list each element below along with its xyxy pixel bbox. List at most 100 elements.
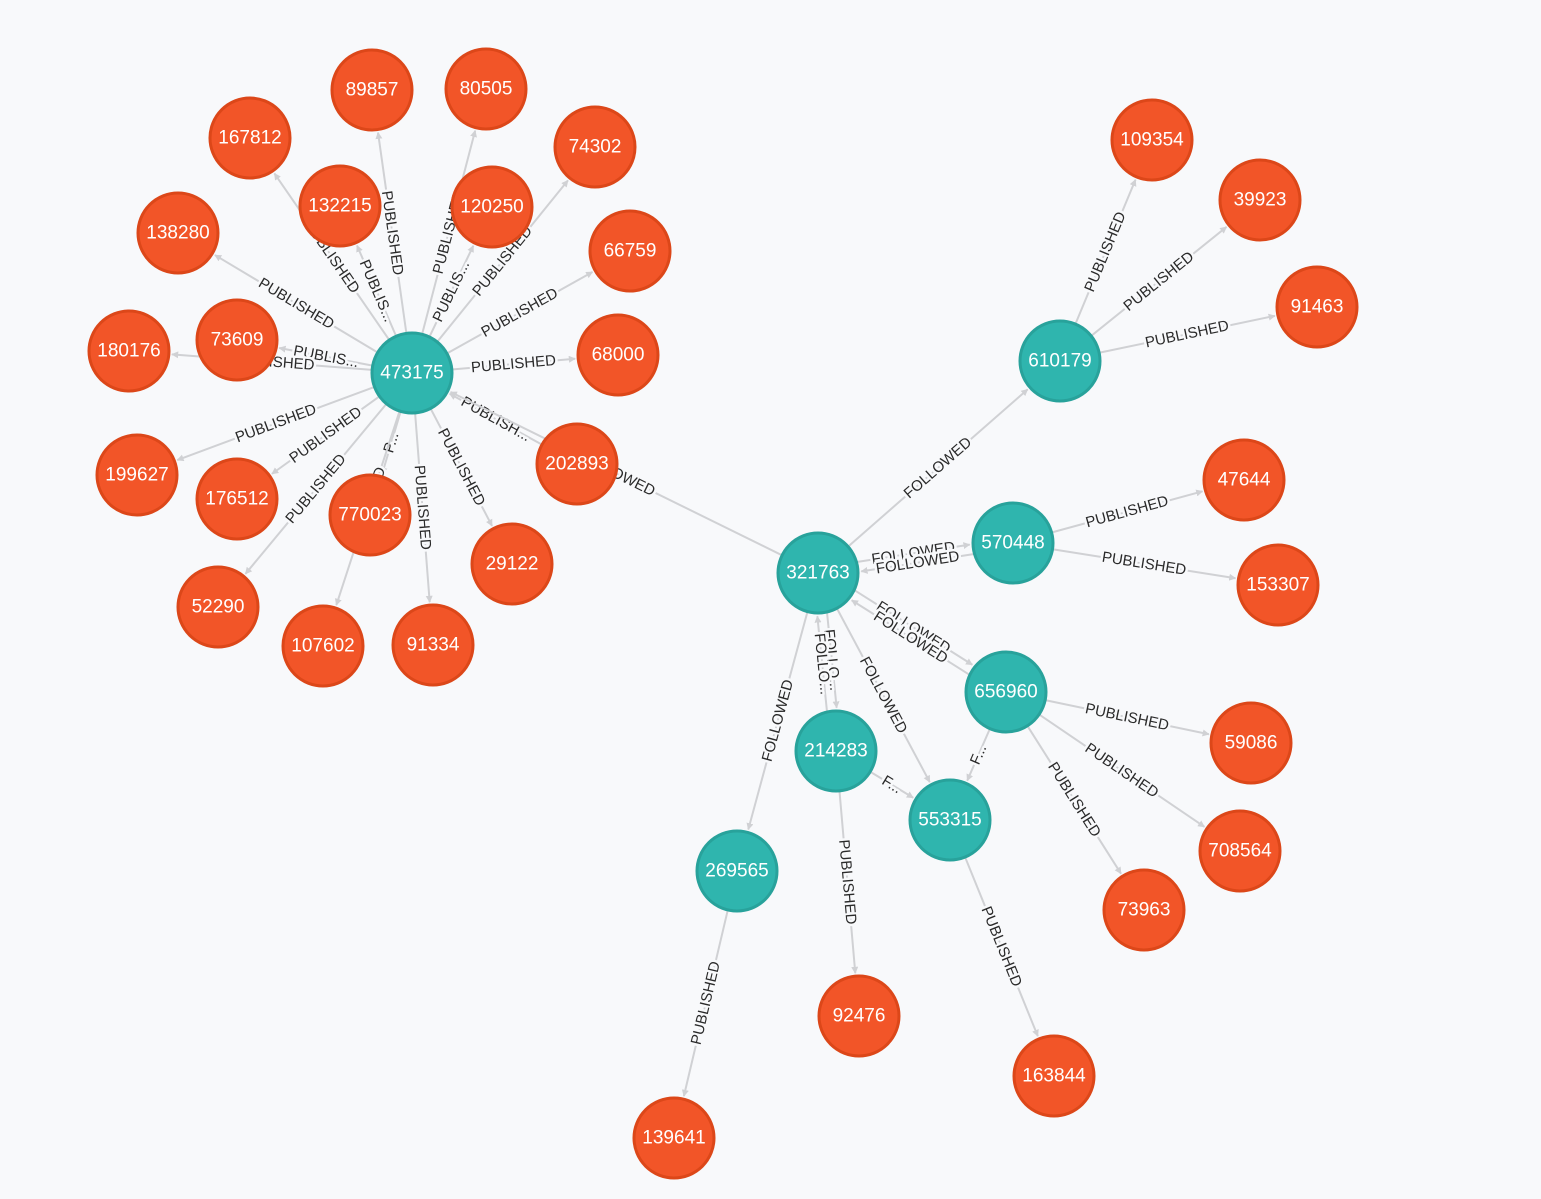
relationship-edge[interactable]: PUBLISHED [964,856,1039,1037]
post-node[interactable]: 73963 [1102,868,1186,952]
post-node[interactable]: 120250 [450,165,534,249]
relationship-line [356,244,398,337]
post-node[interactable]: 68000 [576,313,660,397]
node-circle [1102,868,1186,952]
post-node[interactable]: 132215 [298,164,382,248]
relationship-label: PUBLISHED [1044,759,1104,840]
node-circle [964,650,1048,734]
relationship-label: PUBLISHED [478,284,561,340]
relationship-line [429,407,493,527]
node-circle [576,313,660,397]
relationship-edge[interactable]: PUBLISHED [681,909,729,1097]
post-node[interactable]: 138280 [136,191,220,275]
post-node[interactable]: 73609 [195,298,279,382]
post-node[interactable]: 47644 [1202,438,1286,522]
relationship-line [414,412,433,603]
node-circle [176,565,260,649]
node-label: 269565 [705,861,768,882]
node-circle [370,331,454,415]
relationship-edge[interactable]: PUBLISHED [1051,489,1204,534]
relationship-line [1052,548,1237,581]
relationship-line [746,611,809,831]
node-label: 708564 [1208,841,1272,862]
relationship-line [278,345,373,367]
relationship-label: PUBLISHED [978,904,1026,989]
node-label: 68000 [592,345,645,366]
user-node[interactable]: 269565 [695,829,779,913]
post-node[interactable]: 80505 [444,47,528,131]
relationship-edge[interactable]: FOLLOWED [853,589,973,666]
user-node[interactable]: 610179 [1018,319,1102,403]
post-node[interactable]: 92476 [817,974,901,1058]
relationship-label: PUBLISHED [1081,209,1129,294]
user-node[interactable]: 214283 [794,709,878,793]
relationship-edge[interactable]: F... [869,770,914,800]
user-node[interactable]: 570448 [971,501,1055,585]
post-node[interactable]: 139641 [632,1096,716,1180]
node-circle [553,105,637,189]
node-label: 163844 [1022,1066,1086,1087]
relationship-line [436,179,569,343]
post-node[interactable]: 91463 [1275,265,1359,349]
relationship-line [826,612,840,709]
relationship-edge[interactable]: PUBLISHED [451,349,576,379]
relationship-edge[interactable]: PUBLISHED [446,271,594,355]
post-node[interactable]: 59086 [1209,701,1293,785]
post-node[interactable]: 39923 [1218,158,1302,242]
node-circle [1012,1034,1096,1118]
relationship-line [1074,179,1137,325]
user-node[interactable]: 553315 [908,778,992,862]
node-label: 120250 [460,197,523,218]
relationship-edge[interactable]: PUBLISHED [408,412,437,603]
relationship-line [851,599,971,676]
node-circle [328,473,412,557]
post-node[interactable]: 180176 [87,309,171,393]
post-node[interactable]: 199627 [95,433,179,517]
post-node[interactable]: 167812 [208,96,292,180]
node-circle [695,829,779,913]
post-node[interactable]: 176512 [195,457,279,541]
relationship-edge[interactable]: PUBLISHED [1098,313,1276,354]
relationship-line [273,172,391,341]
node-circle [1218,158,1302,242]
relationship-line [375,131,408,334]
relationship-edge[interactable]: P... [378,411,405,475]
post-node[interactable]: 91334 [391,603,475,687]
node-label: 167812 [218,128,281,149]
node-circle [794,709,878,793]
relationship-edge[interactable]: FOLLOWED [746,611,809,831]
user-node[interactable]: 321763 [776,531,860,615]
post-node[interactable]: 29122 [470,522,554,606]
post-node[interactable]: 52290 [176,565,260,649]
post-node[interactable]: 109354 [1110,98,1194,182]
post-node[interactable]: 74302 [553,105,637,189]
user-node[interactable]: 656960 [964,650,1048,734]
node-circle [1209,701,1293,785]
post-node[interactable]: 89857 [330,48,414,132]
relationship-edge[interactable]: PUBLISHED [1026,725,1122,875]
relationship-edge[interactable]: F... [964,728,993,782]
relationship-edge[interactable]: PUBLISHED [429,407,493,527]
relationship-edge[interactable]: PUBLISHED [1044,698,1210,737]
post-node[interactable]: 107602 [281,604,365,688]
post-node[interactable]: 770023 [328,473,412,557]
post-node[interactable]: 66759 [588,209,672,293]
relationship-line [964,856,1039,1037]
node-label: 59086 [1225,733,1278,754]
relationship-line [966,728,991,782]
relationship-line [446,271,594,355]
relationship-edge[interactable]: PUBLISH... [449,391,543,448]
relationship-edge[interactable]: PUBLISHED [1052,546,1237,581]
node-circle [971,501,1055,585]
user-node[interactable]: 473175 [370,331,454,415]
relationship-label: PUBLISHED [411,464,434,550]
relationship-edge[interactable]: PUBLISHED [833,790,862,974]
post-node[interactable]: 708564 [1198,809,1282,893]
node-circle [444,47,528,131]
node-label: 553315 [918,810,981,831]
relationship-line [271,395,381,475]
post-node[interactable]: 202893 [535,422,619,506]
post-node[interactable]: 163844 [1012,1034,1096,1118]
post-node[interactable]: 153307 [1236,543,1320,627]
